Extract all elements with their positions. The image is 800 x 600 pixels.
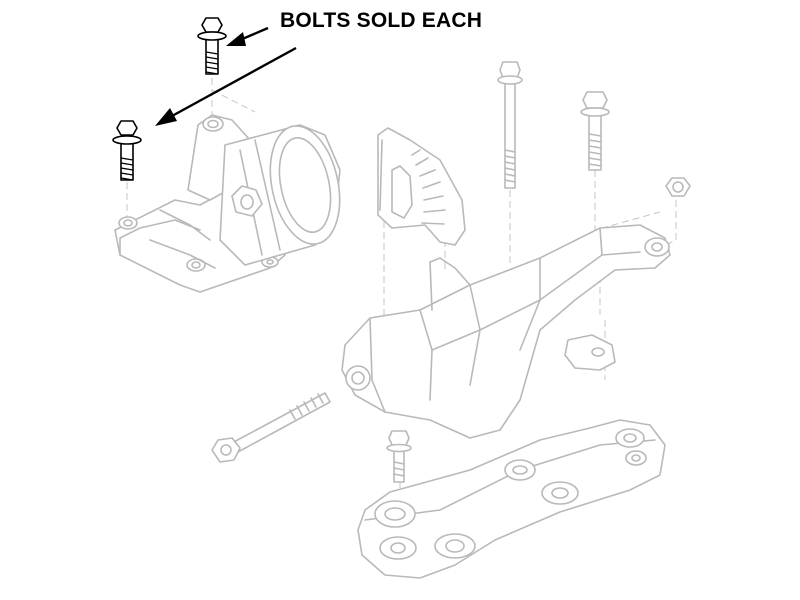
- mount-bolt-lower: [112, 120, 142, 181]
- callout-label: BOLTS SOLD EACH: [280, 9, 483, 32]
- callout-arrow-lower: [155, 46, 297, 126]
- small-bolt-lower: [386, 430, 412, 483]
- through-bolt: [211, 392, 331, 463]
- heat-shield-plate: [377, 127, 466, 246]
- callout-arrow-upper: [226, 26, 269, 46]
- base-bracket: [357, 419, 666, 579]
- flange-nut: [665, 177, 691, 197]
- stud-bolt-right: [580, 91, 610, 171]
- engine-mount-bracket: [114, 114, 341, 293]
- long-bolt-top: [497, 61, 523, 189]
- mount-bolt-upper: [197, 17, 227, 75]
- mount-arm-bracket: [341, 224, 671, 439]
